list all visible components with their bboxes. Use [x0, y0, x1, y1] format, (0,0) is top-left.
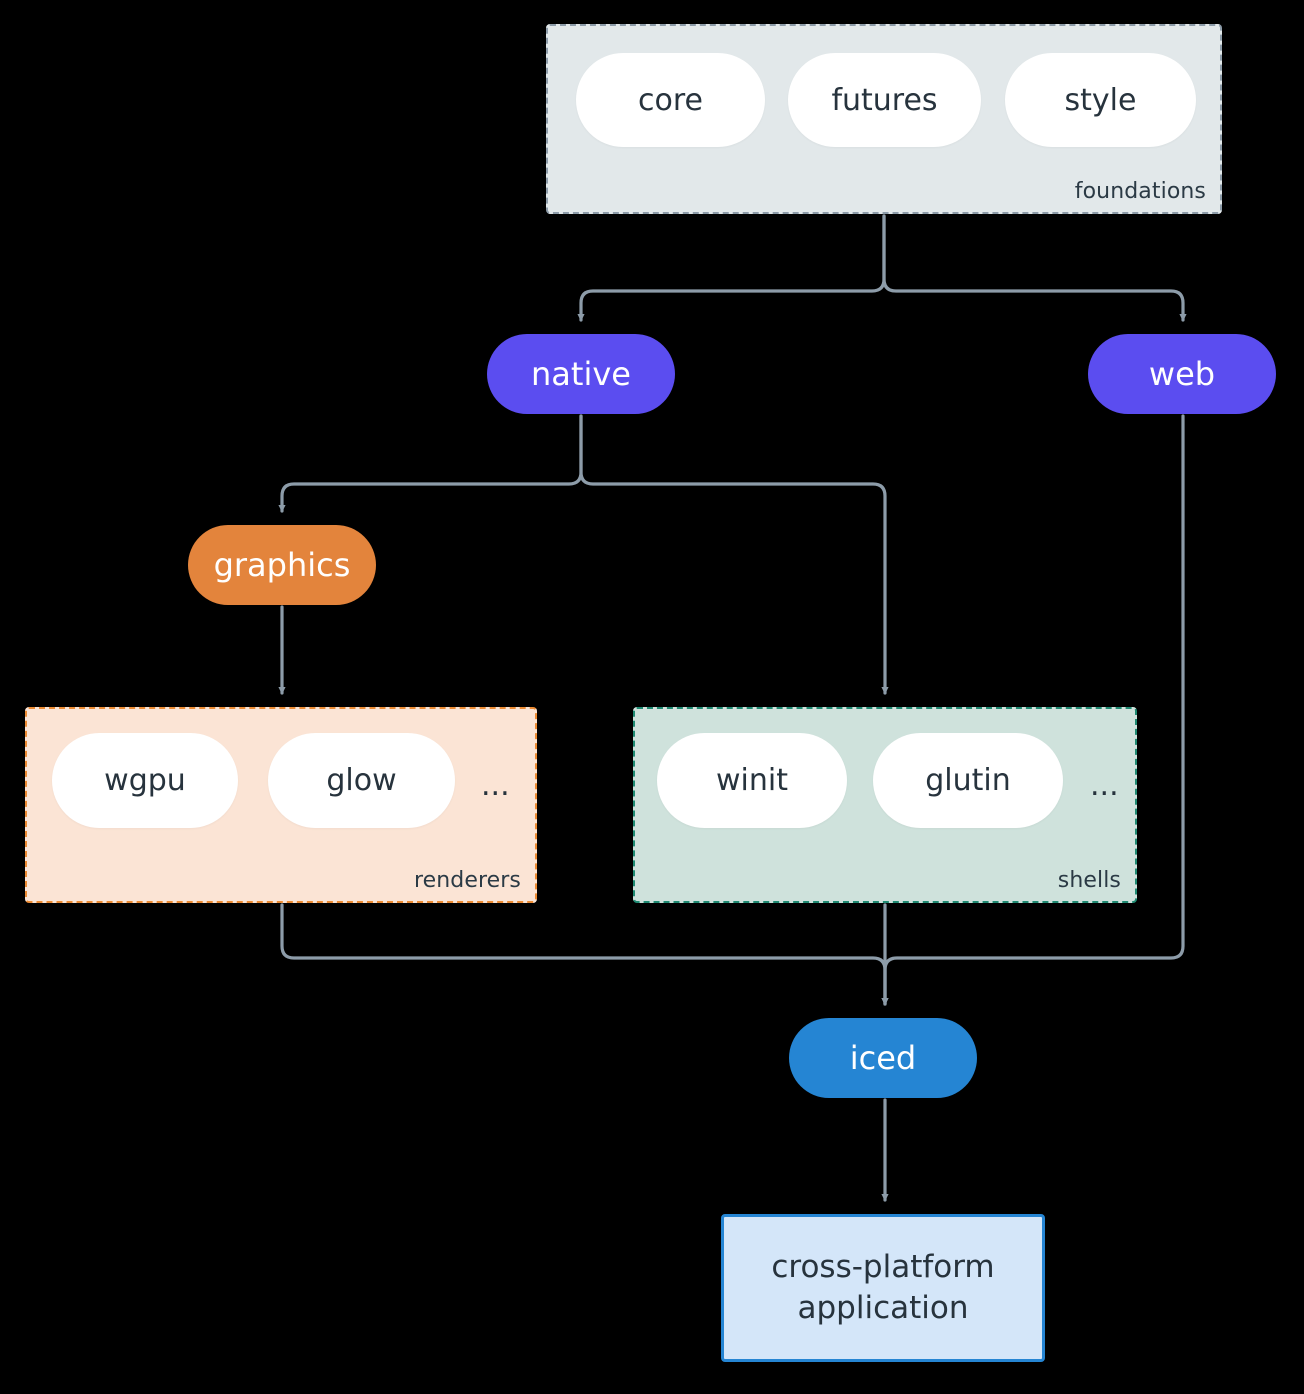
- node-cross-platform-application[interactable]: cross-platform application: [721, 1214, 1045, 1362]
- chip-glow[interactable]: glow: [268, 733, 455, 828]
- edge-renderers-iced: [280, 903, 889, 1006]
- edge-native-shells: [579, 414, 889, 695]
- chip-style[interactable]: style: [1005, 53, 1196, 147]
- group-label-foundations: foundations: [1074, 179, 1206, 204]
- application-label-line2: application: [797, 1290, 969, 1326]
- node-graphics[interactable]: graphics: [188, 525, 376, 605]
- renderers-overflow-ellipsis: ...: [481, 768, 510, 803]
- chip-wgpu[interactable]: wgpu: [52, 733, 238, 828]
- chip-glutin[interactable]: glutin: [873, 733, 1063, 828]
- node-native[interactable]: native: [487, 334, 675, 414]
- group-renderers[interactable]: wgpu glow ... renderers: [25, 707, 537, 903]
- group-label-renderers: renderers: [413, 868, 521, 893]
- node-web[interactable]: web: [1088, 334, 1276, 414]
- chip-futures[interactable]: futures: [788, 53, 981, 147]
- chip-winit[interactable]: winit: [657, 733, 847, 828]
- chip-core[interactable]: core: [576, 53, 765, 147]
- node-iced[interactable]: iced: [789, 1018, 977, 1098]
- edge-foundations-web: [882, 214, 1187, 322]
- application-label-line1: cross-platform: [771, 1248, 995, 1285]
- group-foundations[interactable]: core futures style foundations: [546, 24, 1222, 214]
- group-label-shells: shells: [1057, 868, 1121, 893]
- edge-native-graphics: [278, 414, 583, 513]
- group-shells[interactable]: winit glutin ... shells: [633, 707, 1137, 903]
- edge-foundations-native: [577, 214, 886, 322]
- shells-overflow-ellipsis: ...: [1090, 768, 1119, 803]
